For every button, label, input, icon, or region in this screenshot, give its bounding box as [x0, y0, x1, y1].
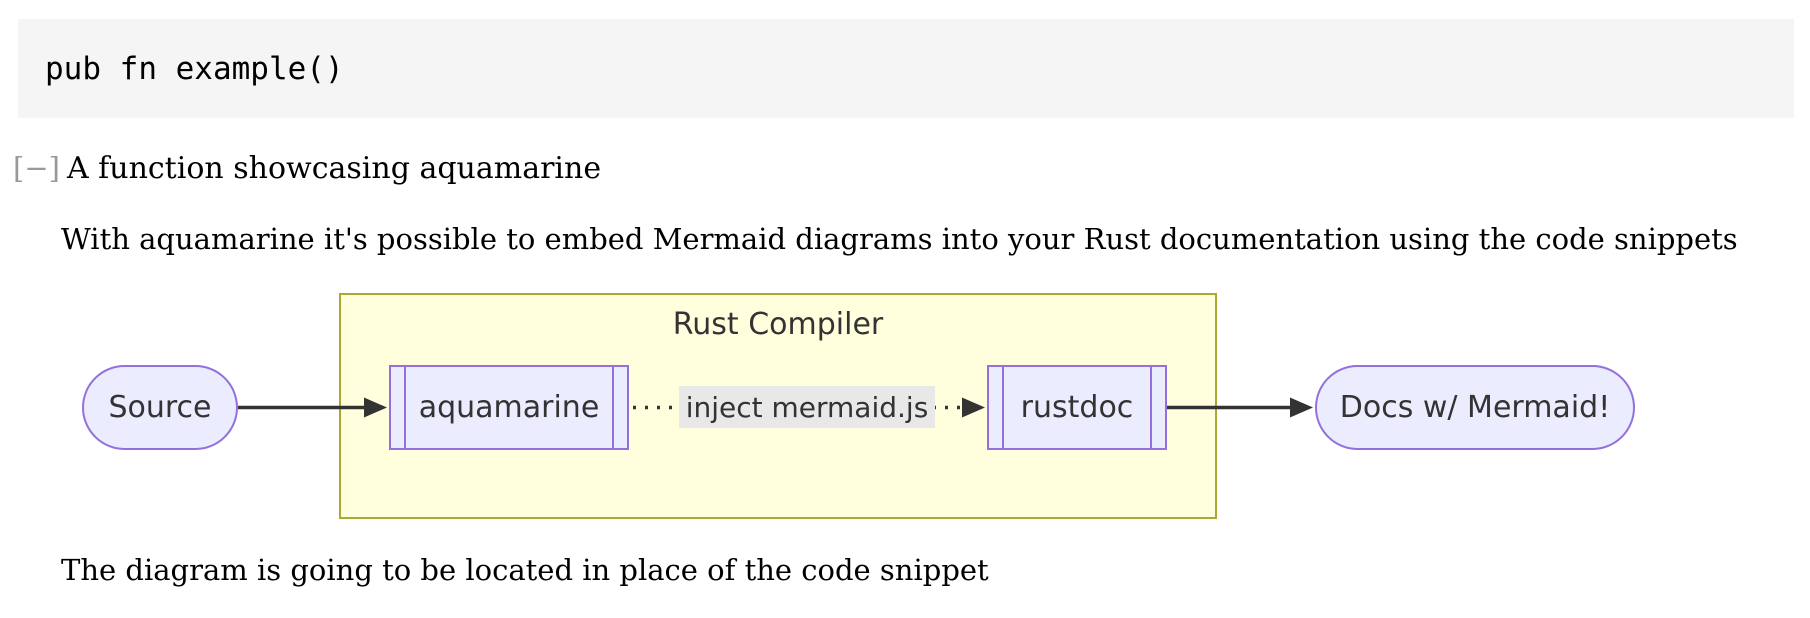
node-rustdoc-label: rustdoc	[1020, 390, 1134, 425]
cluster-title: Rust Compiler	[672, 307, 884, 342]
node-aquamarine-label: aquamarine	[418, 390, 600, 425]
doc-paragraph-intro: With aquamarine it's possible to embed M…	[61, 222, 1738, 256]
function-signature: pub fn example()	[45, 50, 344, 87]
node-docs-label: Docs w/ Mermaid!	[1339, 390, 1611, 425]
node-rustdoc: rustdoc	[987, 365, 1167, 450]
node-source: Source	[82, 365, 238, 450]
doc-summary-line: [−]A function showcasing aquamarine	[13, 146, 601, 190]
node-docs: Docs w/ Mermaid!	[1315, 365, 1635, 450]
doc-paragraph-outro: The diagram is going to be located in pl…	[61, 553, 989, 587]
doc-summary: A function showcasing aquamarine	[66, 151, 602, 186]
collapse-toggle[interactable]: [−]	[13, 151, 60, 185]
edge-label-inject-mermaid: inject mermaid.js	[679, 386, 935, 428]
arrowhead-icon	[1290, 397, 1313, 418]
node-aquamarine: aquamarine	[389, 365, 629, 450]
node-source-label: Source	[108, 390, 212, 425]
function-signature-block: pub fn example()	[18, 19, 1794, 118]
